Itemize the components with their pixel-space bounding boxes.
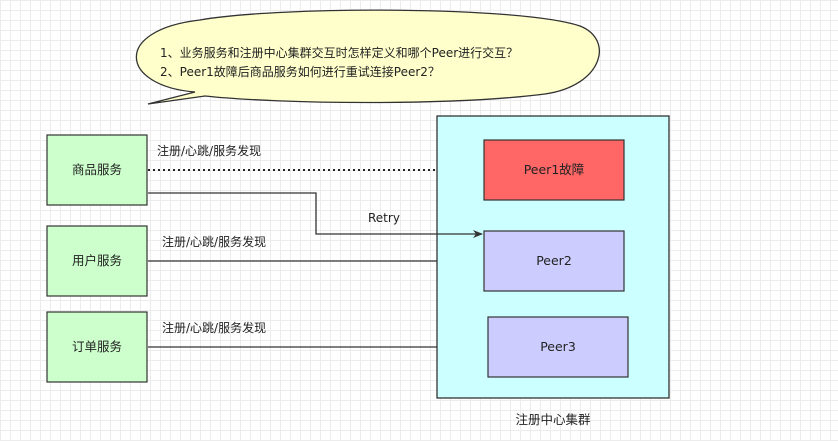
goods-service-label: 商品服务	[72, 162, 122, 177]
order-service-label: 订单服务	[72, 339, 122, 354]
peer3-label: Peer3	[540, 339, 576, 354]
order-service-box	[46, 311, 148, 383]
goods-service-box	[46, 134, 148, 206]
goods-service-node: 商品服务	[46, 134, 148, 206]
goods-edge-label: 注册/心跳/服务发现	[157, 143, 261, 158]
user-service-node: 用户服务	[46, 225, 148, 297]
user-service-box	[46, 225, 148, 297]
user-edge-label: 注册/心跳/服务发现	[162, 234, 266, 249]
peer2-label: Peer2	[536, 253, 572, 268]
peer1-label: Peer1故障	[524, 162, 585, 177]
peer3-node: Peer3	[487, 316, 629, 378]
peer3-box	[487, 316, 629, 378]
peer2-box	[483, 230, 625, 292]
retry-label: Retry	[368, 211, 400, 225]
retry-arrow	[148, 192, 483, 238]
peer1-box	[483, 139, 625, 201]
user-service-label: 用户服务	[72, 253, 122, 268]
cluster-label: 注册中心集群	[515, 412, 591, 427]
retry-edge: Retry	[148, 192, 483, 238]
order-to-cluster-edge: 注册/心跳/服务发现	[148, 320, 437, 348]
callout-bubble	[135, 9, 600, 105]
order-edge-label: 注册/心跳/服务发现	[162, 320, 266, 335]
callout-line-2: 2、Peer1故障后商品服务如何进行重试连接Peer2？	[160, 64, 440, 79]
question-callout: 1、业务服务和注册中心集群交互时怎样定义和哪个Peer进行交互？ 2、Peer1…	[135, 9, 600, 105]
user-to-cluster-edge: 注册/心跳/服务发现	[148, 234, 437, 262]
order-service-node: 订单服务	[46, 311, 148, 383]
callout-line-1: 1、业务服务和注册中心集群交互时怎样定义和哪个Peer进行交互？	[160, 45, 518, 60]
peer2-node: Peer2	[483, 230, 625, 292]
peer1-node: Peer1故障	[483, 139, 625, 201]
goods-to-peer1-edge: 注册/心跳/服务发现	[148, 143, 437, 171]
